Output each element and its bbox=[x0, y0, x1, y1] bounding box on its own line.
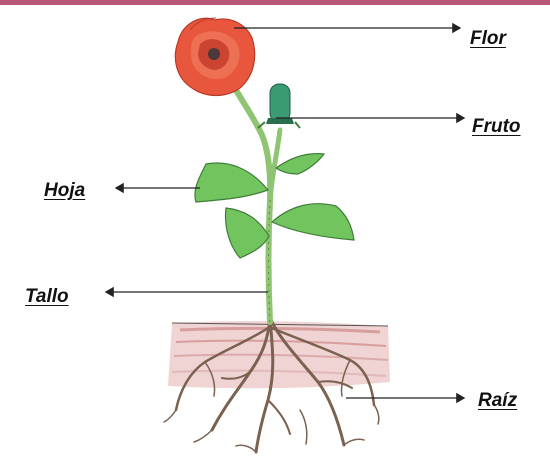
label-tallo: Tallo bbox=[25, 286, 69, 308]
label-hoja: Hoja bbox=[44, 180, 85, 202]
stem bbox=[236, 90, 280, 322]
label-raiz: Raíz bbox=[478, 390, 517, 412]
fruit-capsule bbox=[258, 84, 300, 128]
label-flor: Flor bbox=[470, 28, 506, 50]
label-fruto: Fruto bbox=[472, 116, 521, 138]
flower-poppy bbox=[175, 18, 254, 96]
